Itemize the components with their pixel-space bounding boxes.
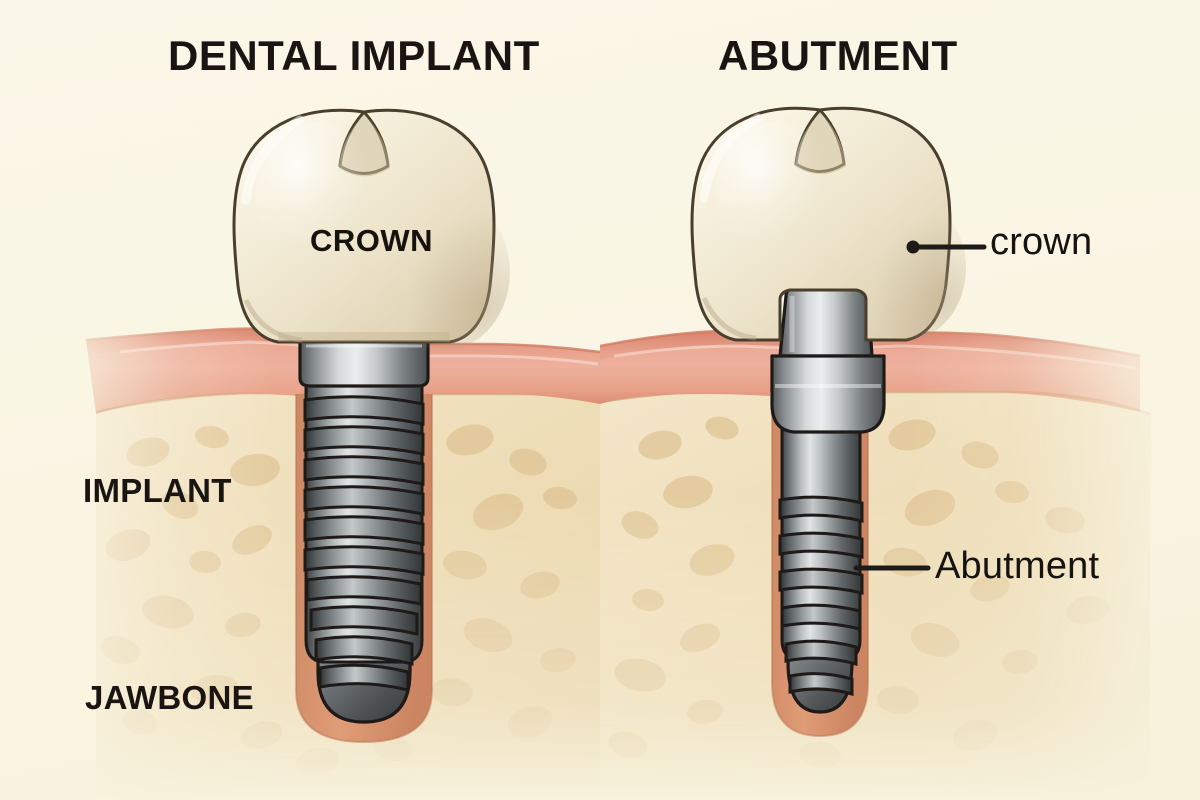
panel-title-abutment: ABUTMENT [718,32,958,79]
label-implant: IMPLANT [83,472,232,509]
left-screw-threads [303,395,425,692]
callout-leaders [853,240,987,571]
callout-label-crown: crown [990,221,1093,263]
callout-label-abutment: Abutment [935,545,1100,587]
panel-title-dental-implant: DENTAL IMPLANT [168,32,540,79]
left-trabecular-texture [100,424,577,777]
right-crown [690,106,966,342]
right-jawbone [599,389,1151,800]
label-jawbone: JAWBONE [85,679,254,716]
right-screw-threads [778,495,864,696]
right-trabecular-texture [608,416,1110,769]
right-implant-screw [778,428,864,714]
crown-leader-line [906,240,987,254]
left-implant-screw [298,338,430,724]
left-implant-platform [298,338,430,388]
label-crown-left: CROWN [310,223,434,258]
left-crown [232,108,510,350]
